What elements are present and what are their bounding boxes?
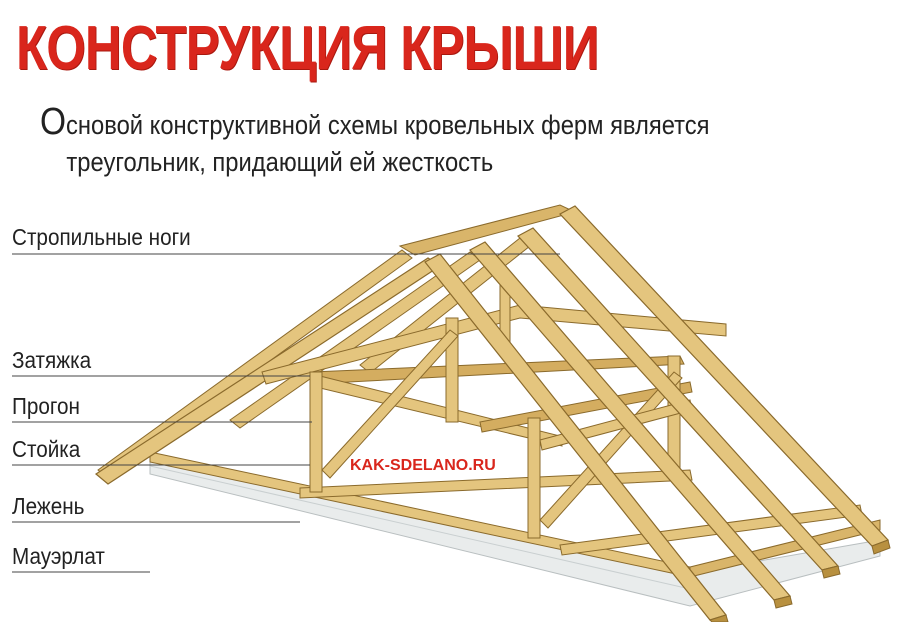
label-rafters: Стропильные ноги (12, 224, 191, 250)
subtitle-line-1: Основой конструктивной схемы кровельных … (40, 101, 710, 144)
leader-lines (12, 253, 560, 573)
right-slope-rafters (424, 205, 890, 621)
subtitle-line-1-text: сновой конструктивной схемы кровельных ф… (66, 110, 710, 140)
watermark: KAK-SDELANO.RU (350, 457, 496, 474)
label-purlin: Прогон (12, 393, 80, 419)
diagram-title: КОНСТРУКЦИЯ КРЫШИ (16, 14, 599, 83)
wall-slab-edge (149, 465, 691, 590)
rafter-ends (709, 539, 891, 622)
label-wall-plate: Мауэрлат (12, 543, 105, 569)
label-sill: Лежень (12, 493, 85, 519)
subtitle-initial: О (40, 101, 67, 143)
label-tie-beam: Затяжка (12, 347, 92, 373)
diagram-subtitle: Основой конструктивной схемы кровельных … (40, 101, 710, 181)
subtitle-line-2: треугольник, придающий ей жесткость (66, 147, 494, 177)
label-post: Стойка (12, 436, 81, 462)
